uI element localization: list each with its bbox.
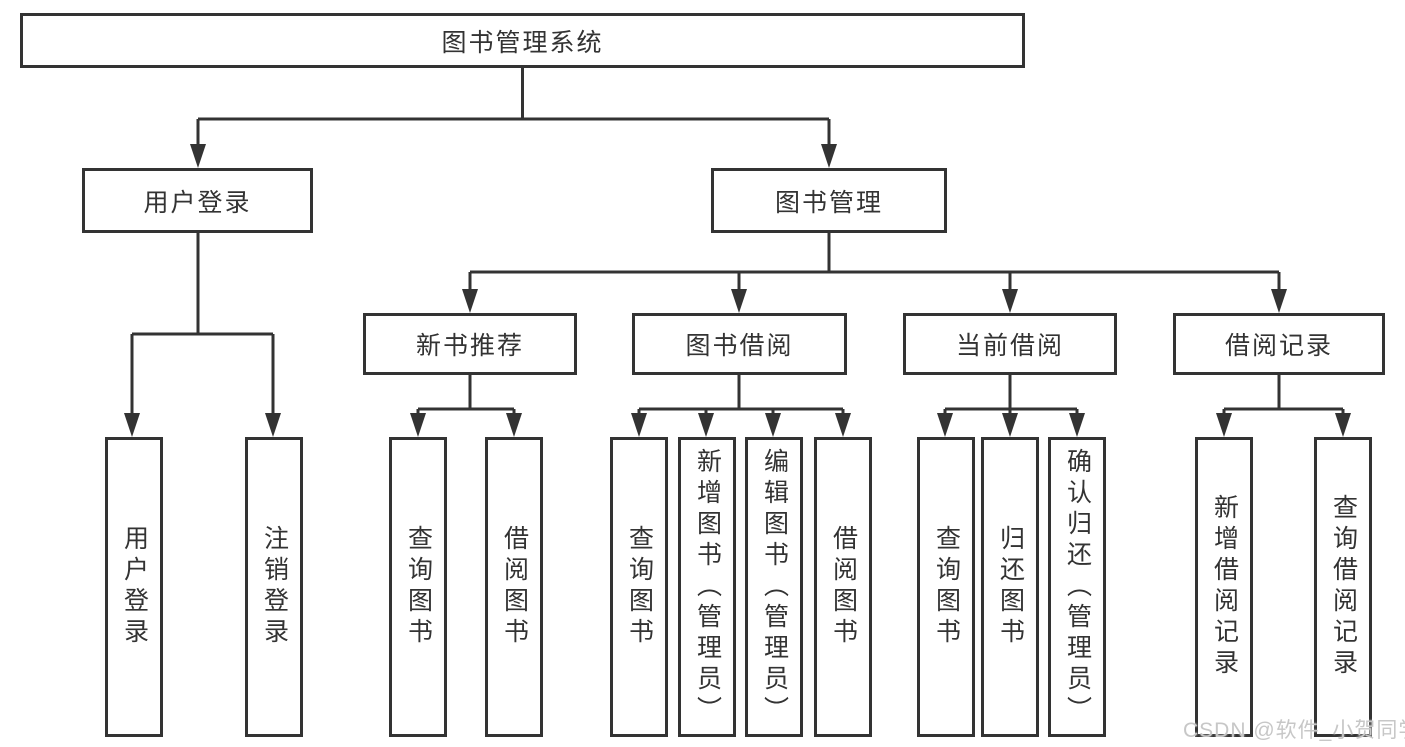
node-label: 图书管理系统 bbox=[441, 28, 604, 57]
node-label: 借阅图书 bbox=[500, 525, 529, 649]
node-label: 新增借阅记录 bbox=[1210, 494, 1239, 680]
node-label: 借阅记录 bbox=[1224, 332, 1333, 360]
leaf-logout: 注销登录 bbox=[245, 437, 303, 737]
node-label: 当前借阅 bbox=[955, 332, 1064, 360]
node-user-login: 用户登录 bbox=[82, 168, 313, 233]
node-label: 用户登录 bbox=[120, 525, 149, 649]
leaf-borrow-books-recommend: 借阅图书 bbox=[485, 437, 543, 737]
leaf-add-book-admin: 新增图书（管理员） bbox=[678, 437, 736, 737]
node-label: 编辑图书（管理员） bbox=[760, 447, 789, 727]
node-label: 查询图书 bbox=[404, 525, 433, 649]
node-label: 归还图书 bbox=[996, 525, 1025, 649]
leaf-query-books-current: 查询图书 bbox=[917, 437, 975, 737]
leaf-query-books-borrowing: 查询图书 bbox=[610, 437, 668, 737]
node-library-management-system: 图书管理系统 bbox=[20, 13, 1025, 68]
node-label: 查询图书 bbox=[625, 525, 654, 649]
node-book-management: 图书管理 bbox=[711, 168, 947, 233]
csdn-watermark: CSDN @软件_小贺同学 bbox=[1183, 719, 1405, 742]
leaf-return-books: 归还图书 bbox=[981, 437, 1039, 737]
node-label: 查询图书 bbox=[932, 525, 961, 649]
leaf-query-borrow-record: 查询借阅记录 bbox=[1314, 437, 1372, 737]
node-label: 新增图书（管理员） bbox=[693, 447, 722, 727]
node-new-book-recommend: 新书推荐 bbox=[363, 313, 577, 375]
node-borrowing-records: 借阅记录 bbox=[1173, 313, 1385, 375]
node-label: 注销登录 bbox=[260, 525, 289, 649]
node-label: 借阅图书 bbox=[829, 525, 858, 649]
leaf-confirm-return-admin: 确认归还（管理员） bbox=[1048, 437, 1106, 737]
node-label: 图书管理 bbox=[774, 188, 883, 217]
node-label: 用户登录 bbox=[143, 188, 252, 217]
node-label: 查询借阅记录 bbox=[1329, 494, 1358, 680]
leaf-query-books-recommend: 查询图书 bbox=[389, 437, 447, 737]
node-current-borrowing: 当前借阅 bbox=[903, 313, 1117, 375]
node-label: 确认归还（管理员） bbox=[1063, 447, 1092, 727]
leaf-user-login: 用户登录 bbox=[105, 437, 163, 737]
leaf-borrow-books: 借阅图书 bbox=[814, 437, 872, 737]
node-label: 新书推荐 bbox=[415, 332, 524, 360]
node-label: 图书借阅 bbox=[685, 332, 794, 360]
leaf-add-borrow-record: 新增借阅记录 bbox=[1195, 437, 1253, 737]
leaf-edit-book-admin: 编辑图书（管理员） bbox=[745, 437, 803, 737]
node-book-borrowing: 图书借阅 bbox=[632, 313, 847, 375]
